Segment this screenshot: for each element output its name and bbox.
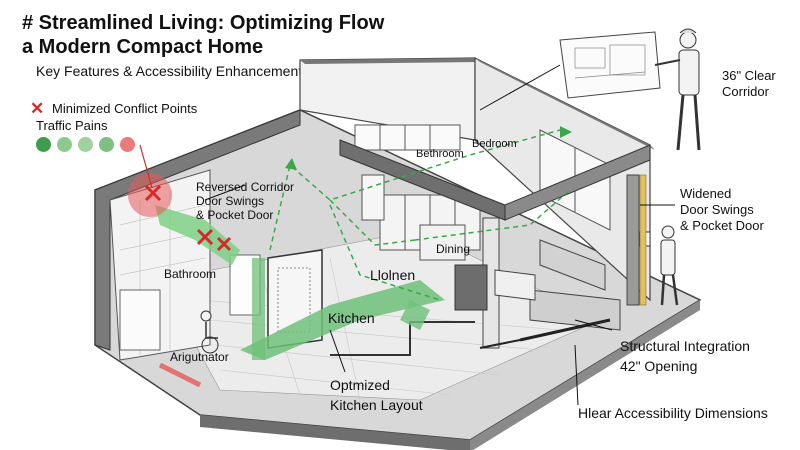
worker-icon-2 [639, 225, 679, 306]
callout-accessibility-dimensions: Hlear Accessibility Dimensions [578, 405, 768, 421]
callout-structural-integration: Structural Integration [620, 338, 750, 354]
callout-kitchen-layout: Kitchen Layout [330, 397, 423, 413]
legend-conflict-points: Minimized Conflict Points [52, 101, 198, 116]
slab-edge [200, 415, 470, 450]
page-title: # Streamlined Living: Optimizing Flow [22, 12, 385, 34]
callout-reversed-door-swings: Door Swings [196, 194, 265, 208]
living-furniture [419, 224, 621, 331]
room-label-bethroom: Bethroom [416, 148, 464, 160]
room-label-bathroom: Bathroom [164, 267, 217, 281]
callout-widened-pocket-door: & Pocket Door [680, 218, 764, 233]
legend-dot-1 [36, 137, 51, 152]
callout-clear-corridor: 36" Clear [722, 68, 776, 83]
callout-leaders [204, 64, 675, 406]
structural-beam-2 [504, 144, 651, 221]
blueprint-icon [559, 31, 661, 99]
fridge [361, 174, 385, 221]
threshold-42-opening [519, 318, 611, 342]
structural-column-right [626, 174, 640, 306]
worker-icon [654, 28, 701, 151]
callout-reversed-pocket-door: & Pocket Door [196, 208, 274, 222]
conflict-x-icon [144, 184, 232, 252]
callout-42-opening: 42" Opening [620, 358, 698, 374]
callout-reversed-corridor: Reversed Corridor [196, 180, 295, 194]
wall-back-top [300, 58, 480, 64]
room-label-llonen: Llolnen [370, 267, 416, 283]
legend-dot-5 [120, 137, 135, 152]
room-label-arigutnator: Arigutnator [170, 350, 229, 364]
page-subtitle: Key Features & Accessibility Enhancement… [36, 63, 310, 79]
bathtub [119, 289, 161, 351]
kitchen-cabinets [354, 124, 481, 251]
page-title-line2: a Modern Compact Home [22, 36, 264, 58]
callout-optimized: Optmized [330, 377, 390, 393]
slab-edge-right [470, 300, 700, 450]
room-label-dining: Dining [436, 242, 471, 256]
room-label-kitchen: Kitchen [328, 310, 375, 326]
conflict-x-icon: ✕ [30, 99, 45, 118]
person-wheelchair-icon [200, 310, 219, 354]
dashed-flow-paths [269, 129, 571, 301]
accessibility-edge [330, 321, 475, 356]
callout-clear-corridor-2: Corridor [722, 84, 769, 99]
room-label-bedroom: Bedroom [472, 138, 517, 150]
callout-widened-door-swings: Door Swings [680, 202, 754, 217]
legend-dot-4 [99, 137, 114, 152]
legend-dot-2 [57, 137, 72, 152]
legend-dot-3 [78, 137, 93, 152]
legend-traffic-pains: Traffic Pains [36, 118, 108, 133]
callout-widened: Widened [680, 186, 732, 201]
wall-right-top [475, 58, 655, 150]
measuring-tape [639, 174, 647, 306]
